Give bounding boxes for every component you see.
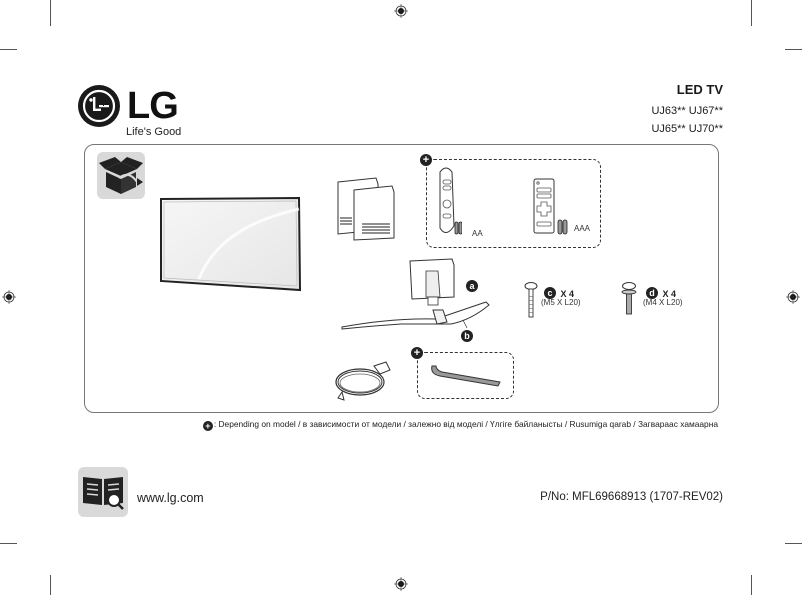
stand-base-icon — [341, 301, 490, 330]
footnote-text: : Depending on model / в зависимости от … — [213, 419, 718, 429]
registration-mark-icon — [786, 290, 800, 304]
manual-search-badge — [78, 467, 128, 517]
crop-mark — [785, 543, 802, 544]
book-search-icon — [83, 477, 124, 510]
optional-marker-icon: + — [420, 154, 432, 166]
remote-control-icon — [533, 178, 568, 235]
screw-c-spec: (M5 X L20) — [541, 298, 581, 307]
optional-cable-holder-group — [417, 352, 514, 399]
brand-name: LG — [127, 85, 179, 127]
stand-body-badge: a — [466, 277, 478, 295]
crop-mark — [0, 543, 17, 544]
open-box-icon — [99, 157, 143, 194]
stand-body-icon — [409, 258, 455, 306]
screw-c-label: c X 4 — [544, 284, 574, 302]
power-cord-icon — [335, 361, 391, 401]
lg-face-logo-icon — [78, 85, 120, 127]
package-contents-badge — [97, 152, 145, 199]
crop-mark — [751, 0, 752, 26]
optional-remotes-group — [426, 159, 601, 248]
product-title: LED TV — [676, 82, 723, 97]
manual-booklets-icon — [337, 177, 395, 241]
crop-mark — [50, 0, 51, 26]
screw-d-spec: (M4 X L20) — [643, 298, 683, 307]
optional-marker-icon: + — [411, 347, 423, 359]
part-number: P/No: MFL69668913 (1707-REV02) — [540, 491, 723, 503]
registration-mark-icon — [394, 4, 408, 18]
screw-icon — [524, 282, 538, 318]
stand-base-badge: b — [461, 327, 473, 345]
crop-mark — [785, 49, 802, 50]
brand-tagline: Life's Good — [126, 126, 182, 138]
cable-holder-icon — [431, 365, 501, 387]
crop-mark — [50, 575, 51, 595]
website-link[interactable]: www.lg.com — [137, 491, 204, 505]
product-models-1: UJ63** UJ67** — [651, 105, 723, 117]
registration-mark-icon — [394, 577, 408, 591]
crop-mark — [0, 49, 17, 50]
screw-washer-icon — [621, 282, 637, 315]
screw-d-label: d X 4 — [646, 284, 676, 302]
product-models-2: UJ65** UJ70** — [651, 123, 723, 135]
product-info: LED TV UJ63** UJ67** UJ65** UJ70** — [651, 82, 723, 138]
battery-aa-label: AA — [472, 229, 483, 238]
crop-mark — [751, 575, 752, 595]
optional-marker-icon: + — [202, 421, 213, 431]
battery-aaa-label: AAA — [574, 224, 591, 233]
optional-footnote: +: Depending on model / в зависимости от… — [202, 419, 718, 431]
registration-mark-icon — [2, 290, 16, 304]
magic-remote-icon — [439, 167, 462, 235]
tv-icon — [160, 197, 302, 292]
